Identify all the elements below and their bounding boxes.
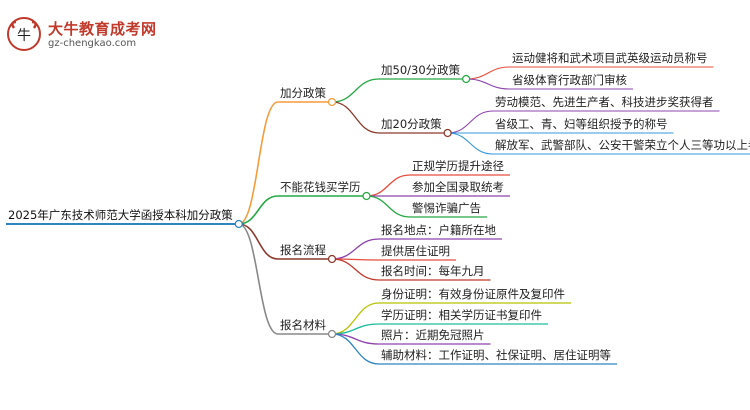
site-logo[interactable]: 牛 大牛教育成考网 gz-chengkao.com bbox=[6, 16, 166, 56]
node-3-3-connector bbox=[331, 333, 380, 365]
branch-0-connector bbox=[238, 101, 279, 225]
node-0-1-2-connector bbox=[447, 132, 494, 155]
branch-registration-materials: 报名材料 bbox=[280, 318, 326, 332]
node-0-1-0-connector bbox=[447, 110, 494, 134]
branch-1-end-dot bbox=[362, 191, 371, 201]
root-end-dot bbox=[234, 219, 243, 229]
branch-2-end-dot bbox=[327, 254, 337, 264]
node-0-0-connector bbox=[331, 78, 380, 103]
sub-bonus-20: 加20分政策 bbox=[381, 117, 442, 131]
branch-registration-process: 报名流程 bbox=[280, 243, 326, 257]
logo-url: gz-chengkao.com bbox=[48, 38, 137, 49]
node-0-1-connector bbox=[331, 101, 380, 134]
leaf-athlete-title: 运动健将和武术项目武英级运动员称号 bbox=[512, 51, 708, 65]
branch-2-connector bbox=[238, 223, 279, 260]
node-0-0-0-connector bbox=[466, 66, 511, 80]
node-2-0-connector bbox=[331, 238, 380, 260]
leaf-education-proof: 学历证明：相关学历证书复印件 bbox=[381, 308, 542, 322]
leaf-national-exam: 参加全国录取统考 bbox=[412, 180, 504, 194]
leaf-fraud-warning: 警惕诈骗广告 bbox=[412, 201, 481, 215]
root-topic: 2025年广东技术师范大学函授本科加分政策 bbox=[8, 208, 233, 222]
leaf-military-merit: 解放军、武警部队、公安干警荣立个人三等功以上者 bbox=[495, 138, 750, 152]
node-0-0-end-dot bbox=[461, 74, 471, 84]
logo-title: 大牛教育成考网 bbox=[48, 20, 157, 38]
node-1-0-connector bbox=[366, 174, 411, 197]
node-0-1-end-dot bbox=[443, 128, 452, 138]
branch-3-end-dot bbox=[327, 329, 337, 339]
node-1-2-connector bbox=[366, 195, 411, 218]
leaf-provincial-review: 省级体育行政部门审核 bbox=[512, 73, 627, 87]
leaf-organization-title: 省级工、青、妇等组织授予的称号 bbox=[495, 117, 668, 131]
ox-logo-icon: 牛 bbox=[7, 17, 41, 51]
leaf-model-worker: 劳动模范、先进生产者、科技进步奖获得者 bbox=[495, 95, 714, 109]
branch-1-connector bbox=[238, 195, 279, 225]
sub-bonus-50-30: 加50/30分政策 bbox=[381, 63, 461, 77]
leaf-residence-proof: 提供居住证明 bbox=[381, 244, 450, 258]
leaf-formal-path: 正规学历提升途径 bbox=[412, 159, 504, 173]
leaf-registration-time: 报名时间：每年九月 bbox=[381, 264, 485, 278]
branch-3-connector bbox=[238, 223, 279, 335]
leaf-supporting-materials: 辅助材料：工作证明、社保证明、居住证明等 bbox=[381, 348, 611, 362]
leaf-identity-proof: 身份证明：有效身份证原件及复印件 bbox=[381, 287, 565, 301]
node-2-2-connector bbox=[331, 258, 380, 281]
leaf-registration-location: 报名地点：户籍所在地 bbox=[381, 223, 496, 237]
node-0-0-1-connector bbox=[466, 78, 511, 90]
branch-no-buying-degree: 不能花钱买学历 bbox=[280, 180, 361, 194]
svg-text:牛: 牛 bbox=[17, 28, 31, 44]
leaf-photo: 照片：近期免冠照片 bbox=[381, 328, 485, 342]
branch-0-end-dot bbox=[327, 97, 337, 107]
branch-bonus-policy: 加分政策 bbox=[280, 86, 326, 100]
